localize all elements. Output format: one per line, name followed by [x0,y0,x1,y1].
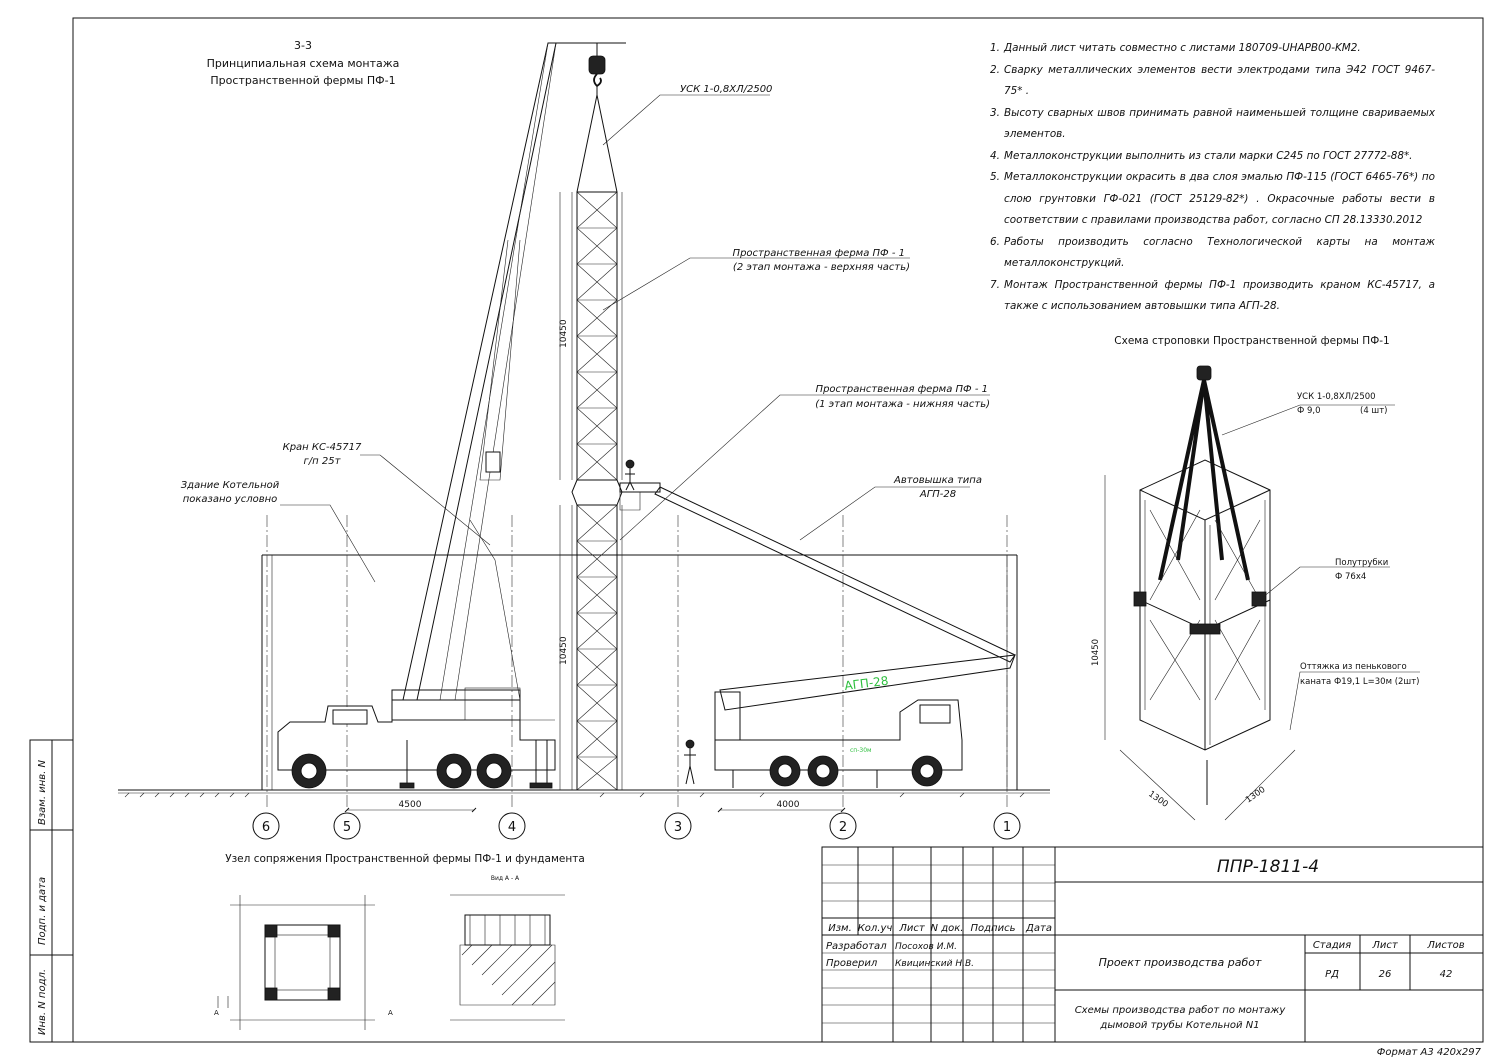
callout-truss-lower-2: (1 этап монтажа - нижняя часть) [815,399,990,410]
slinging-scheme: Схема строповки Пространственной фермы П… [1091,335,1420,821]
name-checker: Квицинский Н.В. [895,959,974,969]
axis-label-2: 2 [839,820,847,835]
height-lower: 10450 [559,636,569,665]
callout-sling: УСК 1-0,8ХЛ/2500 [680,84,772,95]
stamp-cell-replace-inv: Взам. инв. N [37,760,48,825]
slinging-sling-2: Ф 9,0 [1297,406,1321,416]
axis-label-1: 1 [1003,820,1011,835]
worker-on-ground [684,739,696,785]
format-label: Формат А3 420х297 [1377,1047,1482,1058]
side-stamp: Взам. инв. N Подп. и дата Инв. N подл. [29,739,74,1043]
span-left: 4500 [399,800,422,810]
height-upper: 10450 [559,319,569,348]
sheet-value: 26 [1379,969,1392,980]
node-plan-view: А А [214,895,393,1030]
header-list: Лист [898,923,926,934]
slinging-guy-1: Оттяжка из пенькового [1300,662,1407,672]
callout-lift-2: АГП-28 [919,489,956,500]
axis-label-5: 5 [343,820,351,835]
header-kol: Кол.уч [858,923,893,934]
section-number: 3-3 [294,39,312,52]
stage-label: Стадия [1313,940,1351,951]
axis-markers: 6 5 4 3 2 1 [252,812,1021,840]
axis-label-4: 4 [508,820,516,835]
span-dimensions: 4500 4000 [344,800,846,813]
node-title: Узел сопряжения Пространственной фермы П… [225,853,585,865]
callout-lift-1: Автовышка типа [893,475,982,486]
note-item: 7.Монтаж Пространственной фермы ПФ-1 про… [990,278,1435,313]
node-marker-right: А [388,1009,393,1017]
note-item: 4.Металлоконструкции выполнить из стали … [990,149,1413,162]
callout-crane-1: Кран КС-45717 [283,442,362,453]
callout-building-2: показано условно [183,494,278,505]
section-title-2: Пространственной фермы ПФ-1 [210,74,395,87]
node-view-label: Вид А - А [491,875,520,882]
slinging-guy-2: каната Ф19,1 L=30м (2шт) [1300,677,1419,687]
slinging-width-left: 1300 [1146,789,1169,810]
note-item: 3.Высоту сварных швов принимать равной н… [990,106,1435,141]
slinging-sling-1: УСК 1-0,8ХЛ/2500 [1297,392,1376,402]
axis-label-6: 6 [262,820,270,835]
note-item: 1.Данный лист читать совместно с листами… [990,42,1361,54]
aerial-lift: АГП-28 сп-30м [619,482,1016,788]
lift-boom-label: АГП-28 [844,674,890,693]
axis-label-3: 3 [674,820,682,835]
slinging-halfpipe-1: Полутрубки [1335,558,1388,568]
sheet-label: Лист [1371,940,1399,951]
title-block [821,846,1484,1043]
worker-on-lift [625,459,635,491]
project-title: Проект производства работ [1099,956,1262,969]
note-item: 2.Сварку металлических элементов вести э… [990,63,1435,98]
crane-hook [548,42,626,95]
slinging-height: 10450 [1091,639,1101,666]
boiler-building [261,554,1018,790]
callout-truss-upper-2: (2 этап монтажа - верхняя часть) [733,262,910,273]
leader-lines [280,94,990,583]
callout-truss-lower-1: Пространственная ферма ПФ - 1 [816,384,988,395]
header-izm: Изм. [828,923,852,934]
notes-list: 1.Данный лист читать совместно с листами… [990,38,1435,318]
note-item: 6.Работы производить согласно Технологич… [990,235,1435,270]
doc-code: ППР-1811-4 [1217,857,1319,877]
space-truss: 10450 10450 [559,94,623,791]
role-developer: Разработал [826,940,887,952]
sheets-value: 42 [1440,969,1453,980]
ground [118,789,1050,798]
stamp-cell-inv-orig: Инв. N подл. [37,969,48,1035]
stage-value: РД [1325,969,1339,980]
callout-building-1: Здание Котельной [181,480,280,491]
section-title-1: Принципиальная схема монтажа [207,57,400,70]
slinging-halfpipe-2: Ф 76х4 [1335,572,1366,582]
name-developer: Посохов И.М. [895,942,957,952]
sheet-title-2: дымовой трубы Котельной N1 [1099,1019,1259,1031]
node-section-view: Вид А - А [450,875,565,1021]
node-marker-left: А [214,1009,219,1017]
sheet-frame [72,17,1484,1043]
callout-truss-upper-1: Пространственная ферма ПФ - 1 [733,248,905,259]
lift-body-label: сп-30м [850,747,872,754]
stamp-cell-sign-date: Подп. и дата [37,877,48,945]
sheets-label: Листов [1426,940,1464,951]
slinging-title: Схема строповки Пространственной фермы П… [1114,335,1389,347]
header-sign: Подпись [971,923,1016,934]
axis-lines [266,515,1008,810]
slinging-width-right: 1300 [1244,785,1267,806]
crane-boom [402,42,557,701]
crane-truck [277,687,556,789]
header-ndok: N док. [931,923,964,934]
note-item: 5.Металлоконструкции окрасить в два слоя… [990,171,1435,226]
callout-crane-2: г/п 25т [304,456,342,467]
sheet-title-1: Схемы производства работ по монтажу [1075,1004,1287,1016]
span-right: 4000 [777,800,800,810]
header-date: Дата [1025,923,1052,934]
role-checker: Проверил [826,958,878,969]
slinging-sling-3: (4 шт) [1360,406,1387,416]
